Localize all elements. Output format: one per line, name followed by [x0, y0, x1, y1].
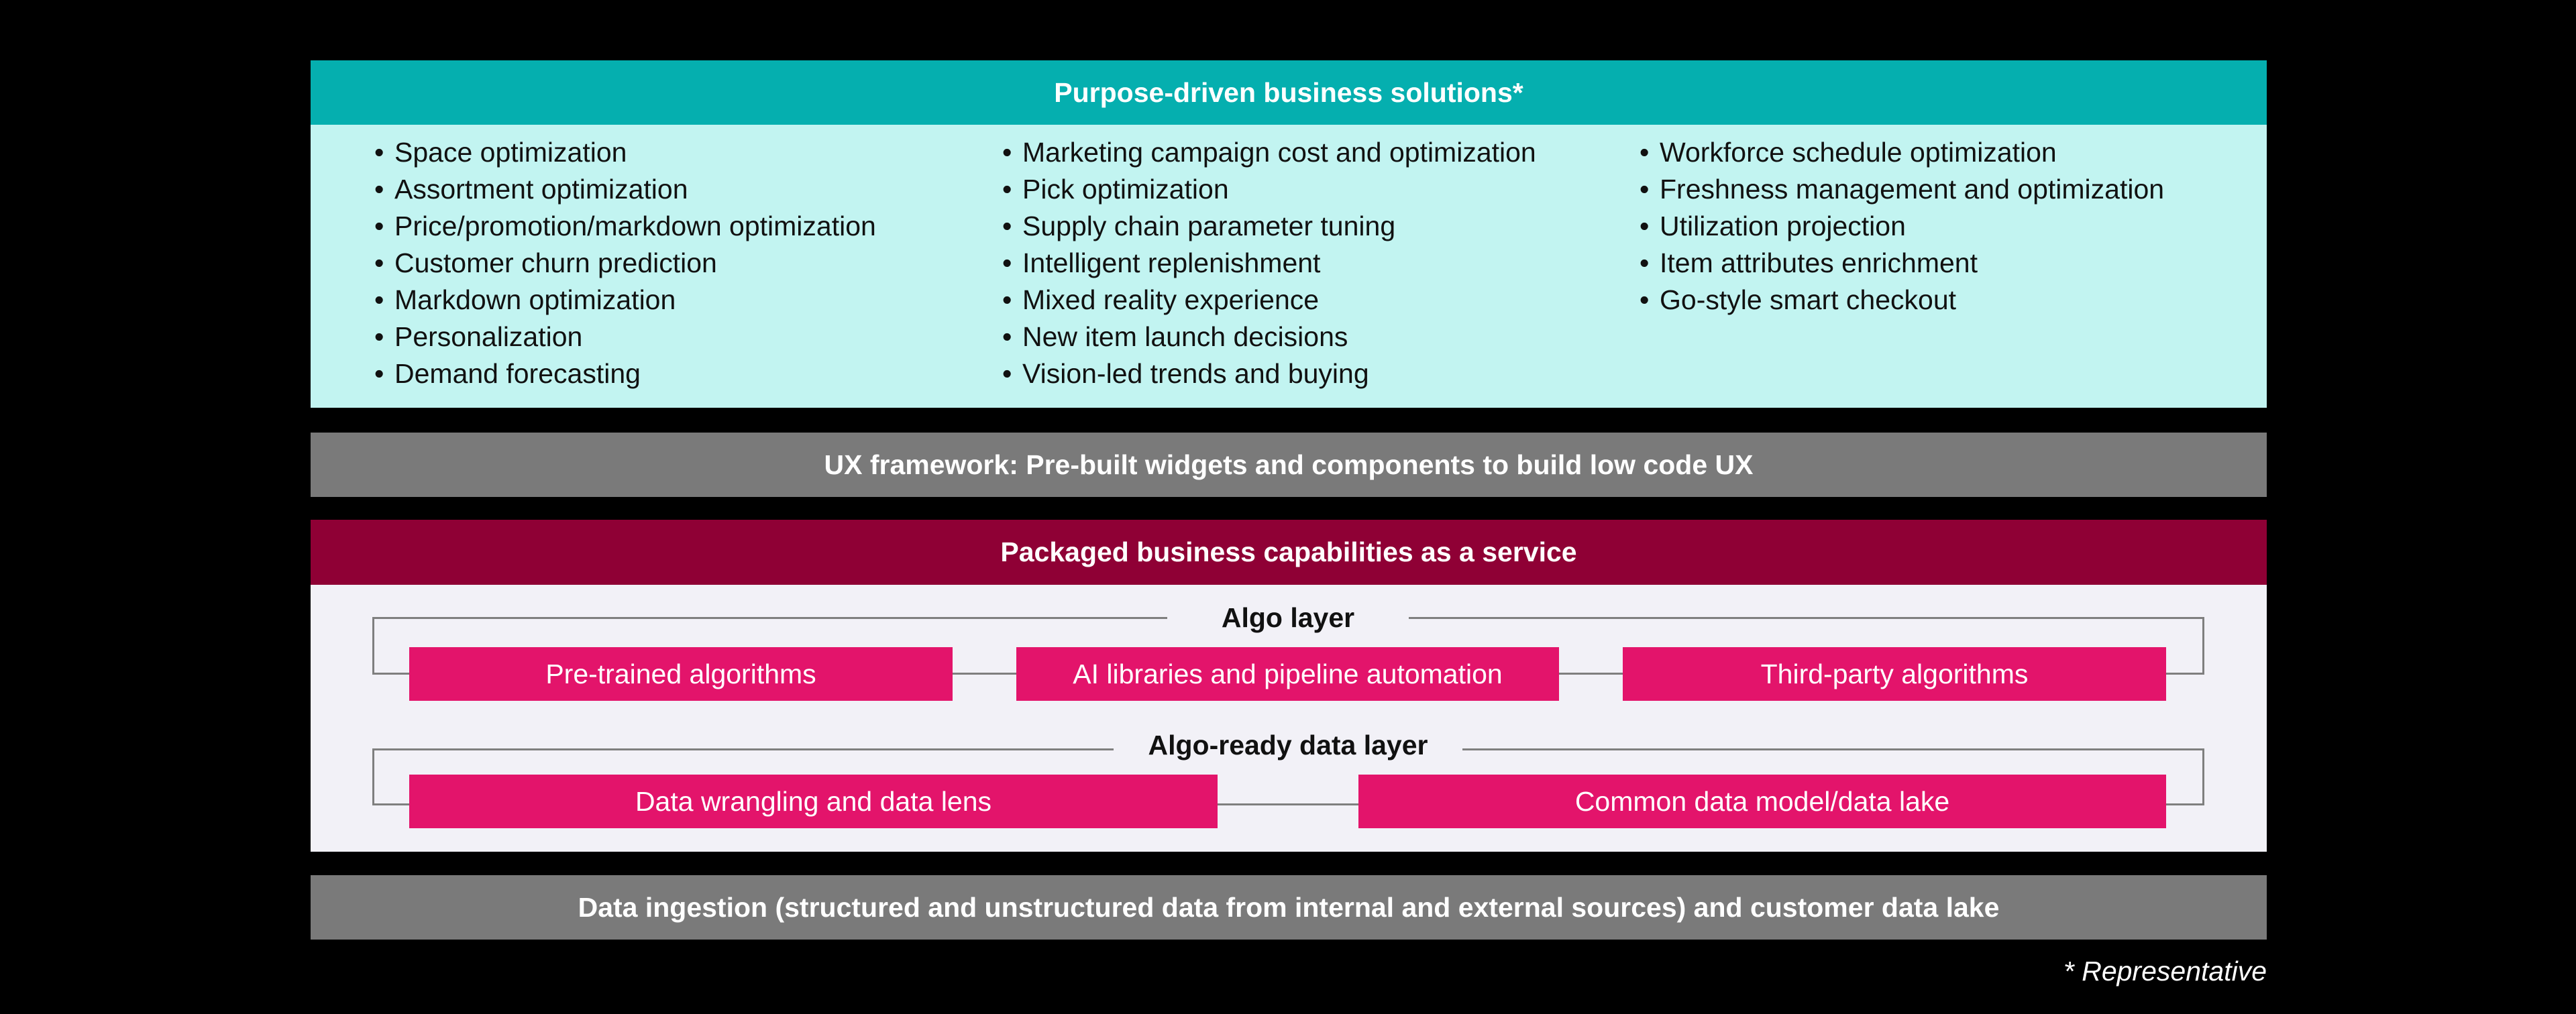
data-bracket-bottom-right — [2166, 803, 2204, 805]
ingestion-bar: Data ingestion (structured and unstructu… — [311, 875, 2267, 940]
solution-item: Vision-led trends and buying — [1002, 355, 1536, 392]
solution-item: Workforce schedule optimization — [1640, 134, 2164, 171]
algo-bracket-left-side — [372, 617, 374, 675]
solution-item: Freshness management and optimization — [1640, 171, 2164, 208]
algo-layer-title-text: Algo layer — [1221, 602, 1355, 633]
algo-bracket-bottom-left — [372, 673, 409, 675]
algo-bracket-right-side — [2202, 617, 2204, 675]
algo-layer-title: Algo layer — [1167, 600, 1409, 635]
footnote: * Representative — [2063, 956, 2267, 987]
solution-item: Supply chain parameter tuning — [1002, 208, 1536, 245]
solution-item: Mixed reality experience — [1002, 282, 1536, 319]
solution-item: Personalization — [374, 319, 876, 355]
ingestion-label: Data ingestion (structured and unstructu… — [578, 891, 2000, 923]
solution-item: Item attributes enrichment — [1640, 245, 2164, 282]
ux-framework-label: UX framework: Pre-built widgets and comp… — [824, 449, 1754, 480]
solutions-header: Purpose-driven business solutions* — [311, 60, 2267, 125]
pbc-title: Packaged business capabilities as a serv… — [1000, 537, 1577, 567]
data-box-common-model: Common data model/data lake — [1358, 775, 2166, 828]
algo-bracket-top-right — [1409, 617, 2204, 619]
algo-box-pretrained: Pre-trained algorithms — [409, 647, 953, 701]
algo-bracket-top-left — [372, 617, 1167, 619]
algo-box-label: Third-party algorithms — [1760, 658, 2029, 689]
solutions-title: Purpose-driven business solutions* — [1054, 76, 1523, 108]
data-layer-title: Algo-ready data layer — [1114, 728, 1462, 763]
pbc-header: Packaged business capabilities as a serv… — [311, 520, 2267, 585]
solution-item: Go-style smart checkout — [1640, 282, 2164, 319]
data-bracket-top-right — [1462, 748, 2204, 750]
solution-item: Price/promotion/markdown optimization — [374, 208, 876, 245]
solution-item: Assortment optimization — [374, 171, 876, 208]
algo-connector — [953, 673, 1016, 675]
solutions-column-1: Space optimization Assortment optimizati… — [374, 134, 876, 392]
algo-box-ai-libraries: AI libraries and pipeline automation — [1016, 647, 1559, 701]
solution-item: Marketing campaign cost and optimization — [1002, 134, 1536, 171]
algo-box-label: Pre-trained algorithms — [545, 658, 816, 689]
data-box-label: Data wrangling and data lens — [635, 785, 992, 817]
solution-item: New item launch decisions — [1002, 319, 1536, 355]
solutions-column-2: Marketing campaign cost and optimization… — [1002, 134, 1536, 392]
data-bracket-top-left — [372, 748, 1114, 750]
solution-item: Intelligent replenishment — [1002, 245, 1536, 282]
solution-item: Demand forecasting — [374, 355, 876, 392]
solution-item: Markdown optimization — [374, 282, 876, 319]
data-box-label: Common data model/data lake — [1574, 785, 1950, 817]
solution-item: Customer churn prediction — [374, 245, 876, 282]
ux-framework-bar: UX framework: Pre-built widgets and comp… — [311, 433, 2267, 497]
data-layer-title-text: Algo-ready data layer — [1148, 729, 1428, 760]
solution-item: Utilization projection — [1640, 208, 2164, 245]
solution-item: Pick optimization — [1002, 171, 1536, 208]
solution-item: Space optimization — [374, 134, 876, 171]
algo-bracket-bottom-right — [2166, 673, 2204, 675]
solutions-column-3: Workforce schedule optimization Freshnes… — [1640, 134, 2164, 319]
data-box-wrangling: Data wrangling and data lens — [409, 775, 1218, 828]
data-connector — [1218, 803, 1358, 805]
data-bracket-right-side — [2202, 748, 2204, 805]
algo-connector — [1559, 673, 1623, 675]
algo-box-label: AI libraries and pipeline automation — [1073, 658, 1503, 689]
algo-box-third-party: Third-party algorithms — [1623, 647, 2166, 701]
data-bracket-bottom-left — [372, 803, 409, 805]
data-bracket-left-side — [372, 748, 374, 805]
